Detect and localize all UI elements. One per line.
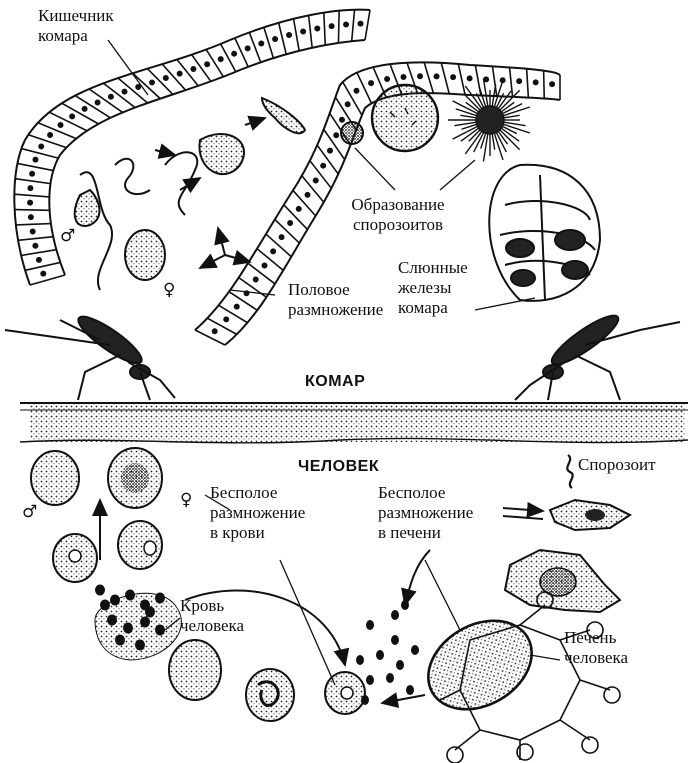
blood-cells <box>30 447 366 722</box>
label-human-liver: Печень человека <box>564 628 629 667</box>
liver-cell-small <box>548 498 633 532</box>
mosquito-left <box>4 315 176 401</box>
female-symbol-blood: ♀ <box>180 490 193 510</box>
label-sexual-reproduction: Половое размножение <box>288 280 384 319</box>
label-mosquito-gut: Кишечник комара <box>38 6 114 45</box>
oocyst-small <box>340 121 364 145</box>
mosquito-gut-epithelium <box>13 8 371 286</box>
section-human: ЧЕЛОВЕК <box>298 458 380 475</box>
male-symbol-blood: ♂ <box>22 502 38 522</box>
label-salivary-glands: Слюнные железы комара <box>398 258 468 317</box>
label-sporozoite-formation: Образование спорозоитов <box>351 195 445 234</box>
skin-layer <box>19 402 688 444</box>
blood-arrows <box>92 498 350 667</box>
liver-arrows <box>380 501 545 708</box>
label-sporozoite: Спорозоит <box>578 455 656 474</box>
sporozoite-icon <box>566 454 574 489</box>
label-human-blood: Кровь человека <box>180 596 245 635</box>
label-asexual-liver: Бесполое размножение в печени <box>378 483 474 542</box>
gut-cells <box>14 9 371 286</box>
leader-lines <box>107 39 561 686</box>
blood-merozoites <box>95 584 165 651</box>
label-asexual-blood: Бесполое размножение в крови <box>210 483 306 542</box>
mosquito-right <box>514 314 681 401</box>
sexual-stages <box>73 96 307 291</box>
male-symbol: ♂ <box>60 226 76 246</box>
section-mosquito: КОМАР <box>305 373 366 390</box>
sexual-arrows <box>154 115 267 269</box>
oocyst-large <box>370 83 440 153</box>
gut-cells-2 <box>194 62 561 346</box>
liver-schizont <box>427 619 533 711</box>
female-symbol: ♀ <box>163 280 176 300</box>
salivary-glands <box>488 163 602 302</box>
merozoites <box>356 600 419 705</box>
liver-cell-infected <box>503 548 622 614</box>
oocyst-bursting <box>448 78 531 162</box>
